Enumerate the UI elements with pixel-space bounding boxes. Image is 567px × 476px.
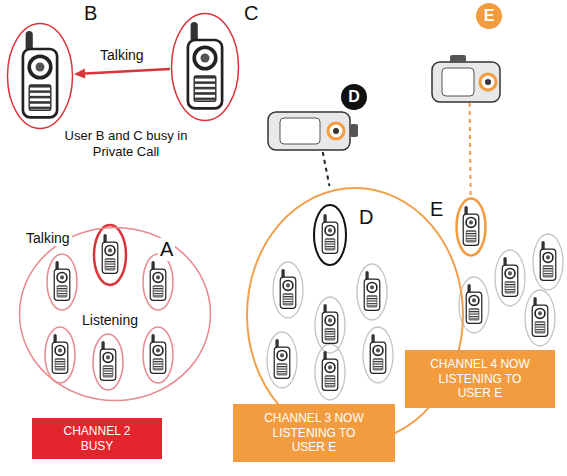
radio (54, 261, 70, 300)
radio (540, 241, 556, 280)
radio-ring (93, 334, 123, 390)
top-radio-e-node: E (432, 3, 506, 103)
user-badge: D (341, 84, 367, 110)
node-ellipse (172, 14, 239, 121)
radio-ring (143, 254, 173, 310)
user-badge: E (476, 3, 502, 29)
radio-ring (533, 234, 563, 290)
radio (150, 334, 166, 373)
link-line (323, 152, 330, 186)
radio (532, 297, 548, 336)
talking-arrow (85, 69, 170, 74)
node-label: Talking (24, 230, 72, 246)
top-radio-e (432, 55, 500, 102)
node-label: C (244, 2, 258, 25)
radio (280, 269, 296, 308)
box-text: CHANNEL 2 BUSY (52, 424, 142, 453)
radio (52, 334, 68, 373)
radio-ring (363, 327, 393, 383)
node-ellipse (20, 228, 211, 401)
radio (502, 257, 518, 296)
radio (102, 234, 118, 273)
radio (150, 261, 166, 300)
radio-panel (280, 118, 320, 144)
radio-ring (47, 254, 77, 310)
node-label: D (357, 206, 375, 229)
radio-ring (273, 262, 303, 318)
radio-body (268, 112, 350, 150)
radio (466, 284, 482, 323)
radio (322, 214, 338, 253)
box-text: CHANNEL 4 NOW LISTENING TO USER E (428, 357, 532, 400)
radio-d-ring (314, 205, 346, 265)
radio (100, 341, 116, 380)
node-outline (170, 12, 240, 122)
radio-knob (328, 123, 344, 139)
radio-body (432, 62, 500, 102)
radio-ring (357, 264, 387, 320)
radio-knob-dot (333, 128, 339, 134)
radio (274, 339, 290, 378)
radio-knob-dot (485, 79, 491, 85)
node-outline (454, 196, 488, 258)
group-a-rings (45, 254, 173, 390)
radio-ring (267, 332, 297, 388)
radio-antenna (350, 124, 358, 137)
channel-4-box: CHANNEL 4 NOW LISTENING TO USER E (405, 350, 555, 408)
radio-ring (525, 290, 555, 346)
node-outline (6, 22, 74, 130)
node-label: A (158, 238, 175, 261)
radio-e-node: E (454, 196, 488, 258)
group-a-radios (52, 234, 166, 380)
radio-ring (45, 327, 75, 383)
radio (463, 206, 479, 245)
radio (370, 334, 386, 373)
arrow-head (74, 69, 85, 79)
radio-ring (495, 250, 525, 306)
node-ellipse (8, 24, 73, 129)
radio-ring (315, 344, 345, 400)
radio-c (188, 22, 222, 108)
radio-ring (143, 327, 173, 383)
edge-label: Talking (98, 47, 146, 64)
node-label: B (84, 2, 97, 25)
node-label: Listening (80, 312, 140, 328)
node-ellipse (457, 199, 486, 256)
radio (322, 304, 338, 343)
radio-b-node: B (6, 22, 74, 130)
link-line (470, 103, 471, 196)
radio (322, 351, 338, 390)
radio-b (23, 31, 57, 117)
radio-knob (480, 74, 496, 90)
top-radio-d-node: D (265, 84, 367, 152)
radio-antenna (450, 55, 466, 63)
channel-busy-box: CHANNEL 2 BUSY (32, 418, 162, 459)
box-text: CHANNEL 3 NOW LISTENING TO USER E (262, 411, 366, 454)
channel-2-group: TalkingA Listening (18, 226, 212, 402)
radio-c-node: C (170, 12, 240, 122)
top-radio-d (268, 112, 358, 150)
channel-3-box: CHANNEL 3 NOW LISTENING TO USER E (233, 404, 395, 462)
radio (364, 271, 380, 310)
private-call-note: User B and C busy in Private Call (56, 128, 196, 159)
node-label: E (428, 198, 445, 221)
talking-ring (94, 225, 126, 285)
radio-panel (442, 68, 474, 96)
